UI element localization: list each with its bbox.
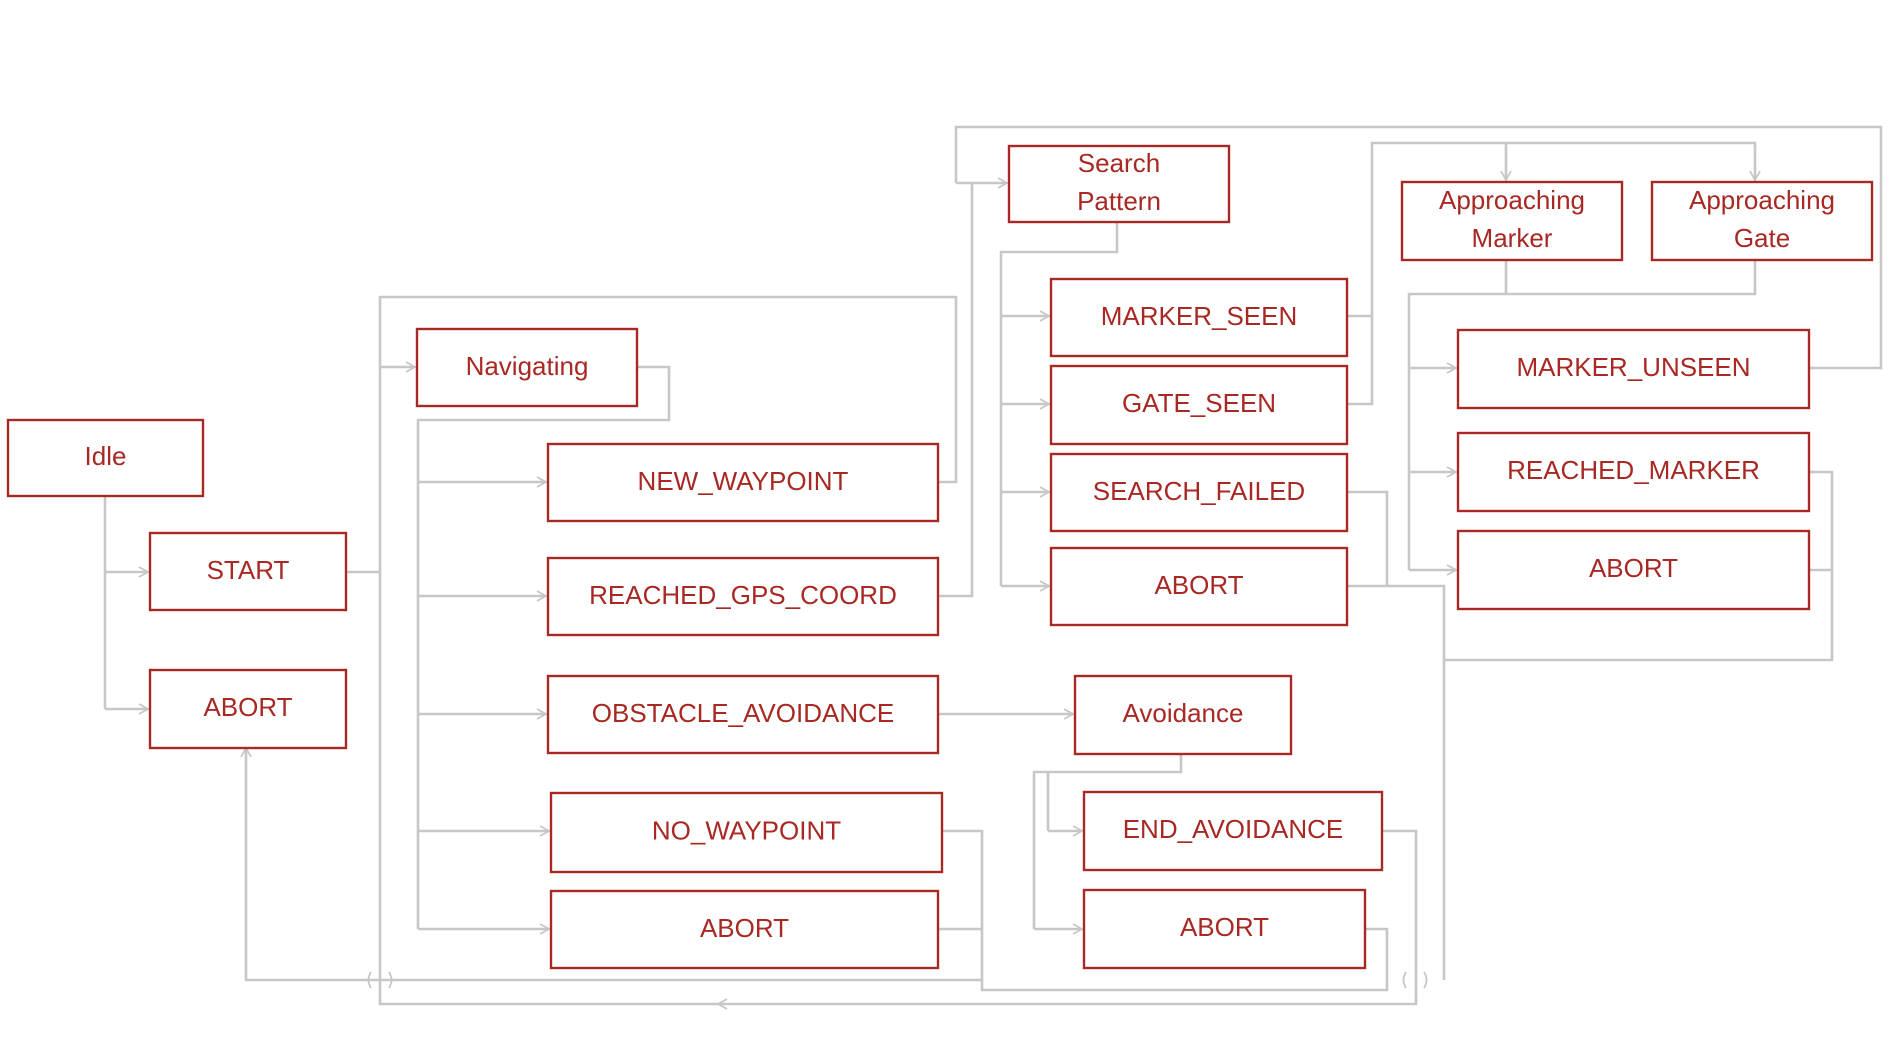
connector-marker-unseen-loop <box>954 125 1883 370</box>
event-marker-unseen-label: MARKER_UNSEEN <box>1516 352 1750 382</box>
event-search-abort-label: ABORT <box>1154 570 1243 600</box>
event-reached-gps-coord: REACHED_GPS_COORD <box>546 556 940 637</box>
state-approaching-marker-label-line1: Approaching <box>1439 185 1585 215</box>
connector-gate-seen-join <box>1347 316 1374 406</box>
event-idle-abort-label: ABORT <box>203 692 292 722</box>
event-start-label: START <box>207 555 290 585</box>
event-search-abort: ABORT <box>1049 546 1349 627</box>
event-search-failed: SEARCH_FAILED <box>1049 452 1349 533</box>
connector-approach-out <box>1504 260 1757 296</box>
event-gate-seen-label: GATE_SEEN <box>1122 388 1276 418</box>
event-obstacle-avoidance: OBSTACLE_AVOIDANCE <box>546 674 940 755</box>
event-new-waypoint-label: NEW_WAYPOINT <box>638 466 849 496</box>
event-approach-abort-label: ABORT <box>1589 553 1678 583</box>
junction-bracket-left <box>367 971 393 989</box>
event-end-avoidance-label: END_AVOIDANCE <box>1123 814 1344 844</box>
state-search-pattern-label-line2: Pattern <box>1077 186 1161 216</box>
state-approaching-marker: Approaching Marker <box>1400 180 1624 262</box>
connector-search-out <box>999 222 1119 586</box>
connector-avoidance-out <box>1032 754 1183 929</box>
state-search-pattern: Search Pattern <box>1007 144 1231 224</box>
state-navigating: Navigating <box>415 327 639 408</box>
event-approach-abort: ABORT <box>1456 529 1811 611</box>
connector-search-failed-return <box>1347 490 1389 586</box>
connector-approach-trunk <box>1407 292 1506 570</box>
event-nav-abort-label: ABORT <box>700 913 789 943</box>
connector-navigating-out <box>416 365 671 929</box>
event-avoid-abort: ABORT <box>1082 888 1367 970</box>
event-reached-marker-label: REACHED_MARKER <box>1507 455 1760 485</box>
event-end-avoidance: END_AVOIDANCE <box>1082 790 1384 872</box>
connector-abort-bus <box>244 748 982 982</box>
event-reached-marker: REACHED_MARKER <box>1456 431 1811 513</box>
state-approaching-marker-label-line2: Marker <box>1472 223 1553 253</box>
event-new-waypoint: NEW_WAYPOINT <box>546 442 940 523</box>
event-obstacle-avoidance-label: OBSTACLE_AVOIDANCE <box>592 698 894 728</box>
state-idle: Idle <box>6 418 205 498</box>
state-avoidance-label: Avoidance <box>1123 698 1244 728</box>
junction-bracket-right <box>1402 971 1428 989</box>
connector-end-avoidance-return <box>378 572 1418 1006</box>
connector-reached-gps-to-search <box>938 183 974 598</box>
connectors <box>103 125 1883 1010</box>
event-marker-seen-label: MARKER_SEEN <box>1101 301 1298 331</box>
event-search-failed-label: SEARCH_FAILED <box>1093 476 1305 506</box>
event-reached-gps-coord-label: REACHED_GPS_COORD <box>589 580 897 610</box>
state-approaching-gate-label-line2: Gate <box>1734 223 1790 253</box>
state-navigating-label: Navigating <box>466 351 589 381</box>
state-approaching-gate-label-line1: Approaching <box>1689 185 1835 215</box>
event-marker-unseen: MARKER_UNSEEN <box>1456 328 1811 410</box>
connector-approach-return <box>1444 470 1834 662</box>
connector-start-to-navigating <box>346 295 958 574</box>
event-no-waypoint-label: NO_WAYPOINT <box>652 815 841 845</box>
state-avoidance: Avoidance <box>1073 674 1293 756</box>
state-idle-label: Idle <box>85 441 127 471</box>
event-marker-seen: MARKER_SEEN <box>1049 277 1349 358</box>
event-avoid-abort-label: ABORT <box>1180 912 1269 942</box>
connector-avoid-abort-return <box>938 829 1389 992</box>
event-start: START <box>148 531 348 612</box>
connector-search-abort-return <box>1347 584 1446 980</box>
state-approaching-gate: Approaching Gate <box>1650 180 1874 262</box>
event-idle-abort: ABORT <box>148 668 348 750</box>
event-gate-seen: GATE_SEEN <box>1049 364 1349 446</box>
state-search-pattern-label-line1: Search <box>1078 148 1160 178</box>
connector-seen-to-approach <box>1347 141 1757 318</box>
event-nav-abort: ABORT <box>549 889 940 970</box>
event-no-waypoint: NO_WAYPOINT <box>549 791 944 874</box>
